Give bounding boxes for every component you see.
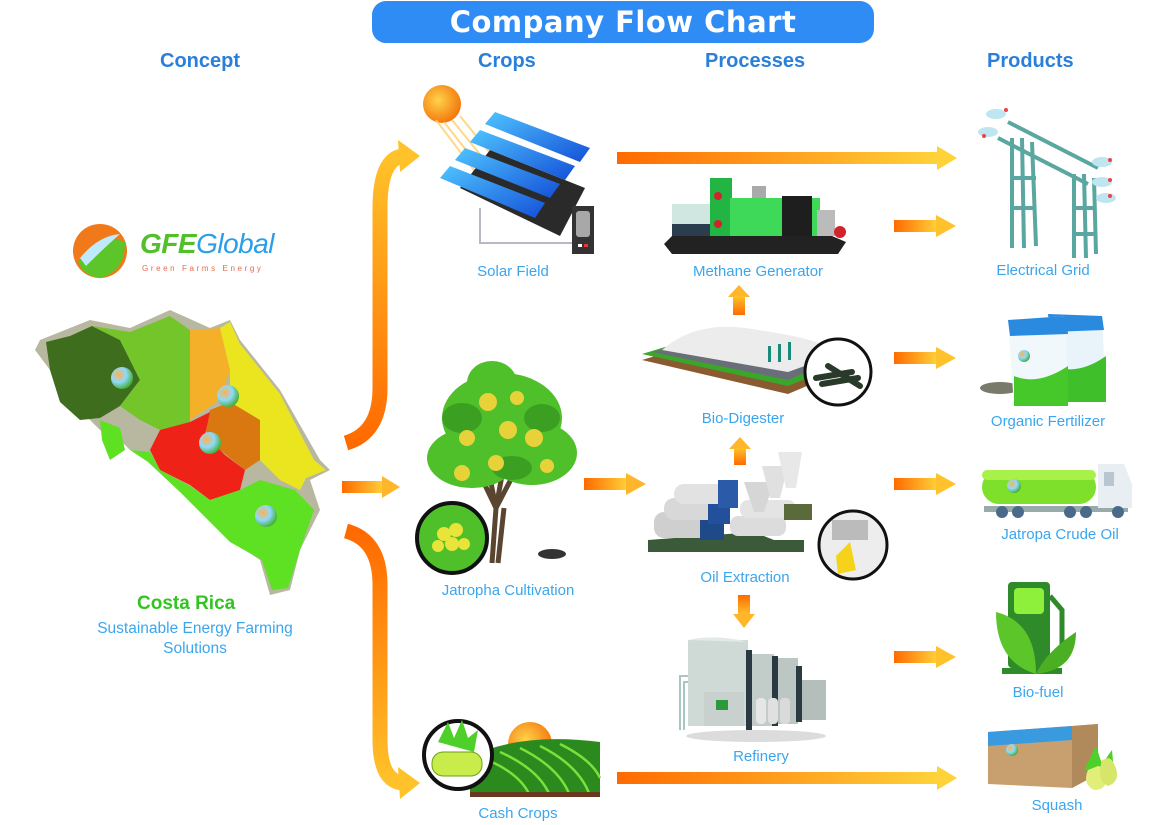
arrow-oil-to-refinery: [733, 595, 755, 628]
oil-pour-closeup-icon: [817, 509, 889, 581]
biomass-closeup-icon: [803, 337, 873, 407]
logo-wordmark: GFEGlobal: [140, 228, 274, 260]
jatropha-tree-icon: [427, 361, 577, 564]
arrow-digester-to-methane: [728, 285, 750, 315]
logo-accent: Global: [196, 228, 274, 259]
map-marker-icon: [199, 432, 221, 454]
crop-label: Solar Field: [477, 263, 549, 280]
product-label: Bio-fuel: [1012, 684, 1064, 701]
column-header-processes: Processes: [705, 50, 806, 72]
map-marker-icon: [217, 385, 239, 407]
process-label: Oil Extraction: [700, 569, 790, 586]
gfe-logo-icon: [73, 224, 127, 278]
arrow-concept-to-cashcrops: [343, 523, 420, 799]
product-label: Organic Fertilizer: [990, 413, 1106, 430]
squash-box-icon: [988, 724, 1117, 790]
arrow-solar-to-grid: [617, 146, 957, 170]
page-title: Company Flow Chart: [372, 1, 874, 43]
product-label: Jatropa Crude Oil: [1001, 526, 1119, 543]
refinery-icon: [679, 637, 826, 742]
logo-tagline: Green Farms Energy: [142, 264, 264, 273]
arrow-jatropha-to-oil: [584, 473, 646, 495]
column-header-concept: Concept: [160, 50, 240, 72]
tanker-truck-icon: [982, 464, 1132, 518]
biofuel-pump-icon: [996, 582, 1076, 674]
column-header-crops: Crops: [478, 50, 536, 72]
arrow-methane-to-grid: [894, 215, 956, 237]
arrow-concept-to-solar: [343, 140, 420, 451]
arrow-oil-to-crude: [894, 473, 956, 495]
product-label: Squash: [1031, 797, 1083, 814]
fertilizer-bags-icon: [980, 314, 1106, 406]
arrow-concept-to-jatropha: [342, 476, 400, 498]
process-label: Methane Generator: [692, 263, 824, 280]
jatropha-fruit-closeup-icon: [415, 501, 489, 575]
map-marker-icons: [111, 367, 133, 389]
costa-rica-map: [35, 310, 330, 595]
electrical-tower-icon: [978, 108, 1116, 259]
process-label: Bio-Digester: [701, 410, 785, 427]
logo-main: GFE: [140, 228, 197, 259]
arrow-cashcrops-to-squash: [617, 766, 957, 790]
arrow-digester-to-fertilizer: [894, 347, 956, 369]
methane-generator-icon: [664, 178, 846, 254]
cash-crops-field-icon: [422, 719, 602, 797]
solar-panel-icon: [423, 85, 594, 254]
country-label: Costa Rica: [137, 593, 236, 614]
crop-label: Jatropha Cultivation: [441, 582, 575, 599]
arrow-refinery-to-biofuel: [894, 646, 956, 668]
product-label: Electrical Grid: [996, 262, 1090, 279]
arrow-oil-to-digester: [729, 437, 751, 465]
map-marker-icon: [255, 505, 277, 527]
concept-tagline: Sustainable Energy Farming Solutions: [97, 620, 293, 657]
column-header-products: Products: [987, 50, 1074, 72]
oil-extraction-press-icon: [648, 452, 812, 552]
crop-label: Cash Crops: [478, 805, 558, 822]
process-label: Refinery: [733, 748, 789, 765]
